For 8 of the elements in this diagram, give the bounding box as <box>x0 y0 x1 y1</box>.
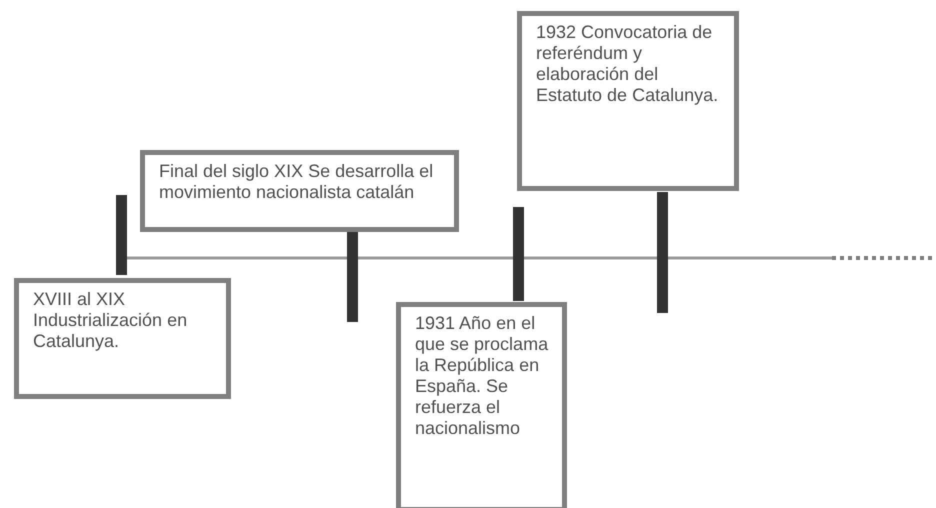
event-box <box>517 11 739 191</box>
event-box <box>396 302 567 508</box>
event-text: XVIII al XIX Industrialización en Catalunya. <box>33 289 188 352</box>
event-text: 1931 Año en el que se proclama la República en España. Se refuerza el nacionalismo <box>415 313 550 439</box>
event-text: 1932 Convocatoria de referéndum y elaboración del Estatuto de Catalunya. <box>536 22 720 106</box>
event-box <box>140 150 459 232</box>
event-box <box>14 278 231 399</box>
event-text: Final del siglo XIX Se desarrolla el movimiento nacionalista catalán <box>159 161 434 203</box>
